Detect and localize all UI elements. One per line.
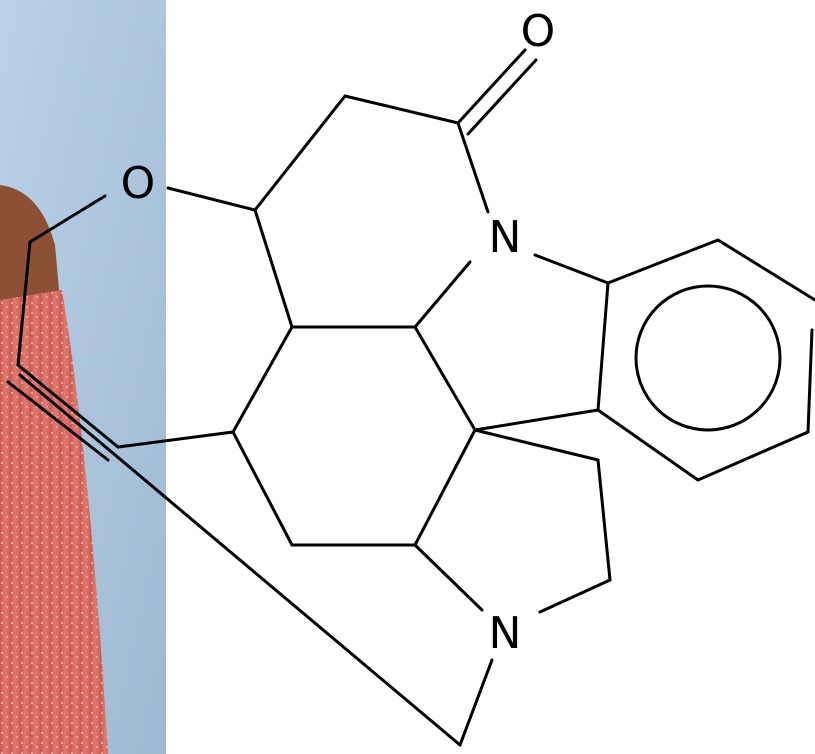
aromatic-circle xyxy=(634,284,782,432)
ether-bridge xyxy=(6,186,257,462)
photo-stripe xyxy=(0,290,108,754)
atom-nitrogen-amine: N xyxy=(489,608,522,659)
atom-oxygen-carbonyl: O xyxy=(521,6,556,57)
atom-nitrogen-amide: N xyxy=(489,212,522,263)
lactam-group xyxy=(253,48,610,285)
atom-oxygen-ether: O xyxy=(121,158,156,209)
benzene-ring xyxy=(596,238,815,482)
core-rings xyxy=(18,208,612,747)
photo-background xyxy=(0,0,166,754)
photo-illustration xyxy=(0,0,166,754)
